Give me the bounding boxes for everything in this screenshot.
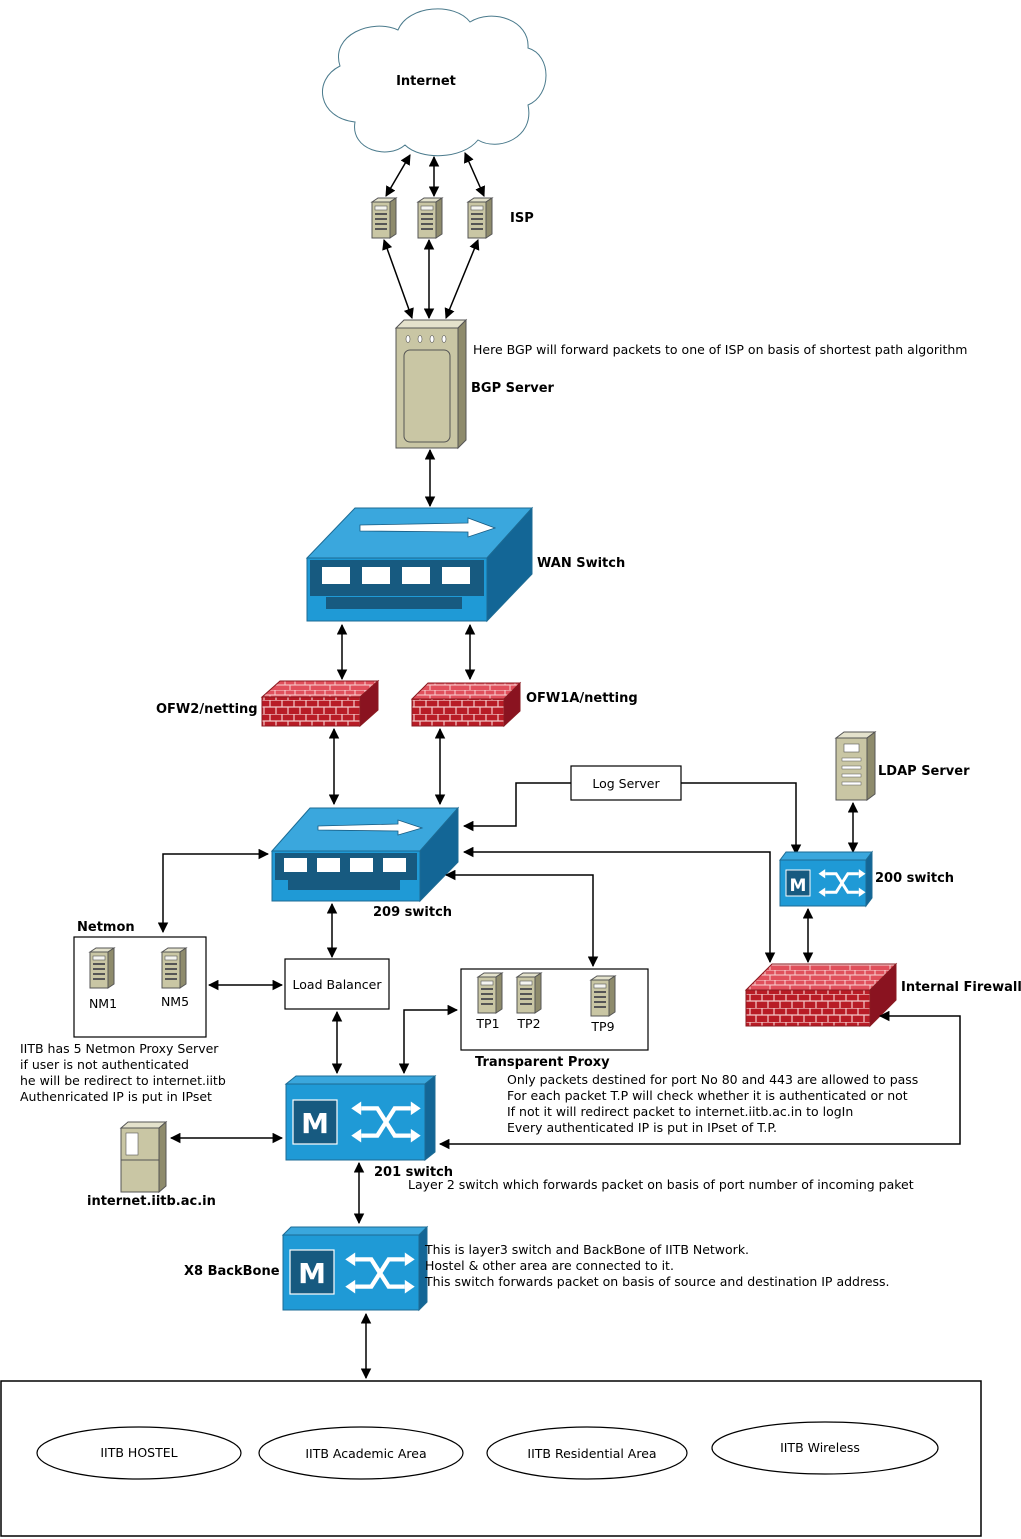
log-server-label: Log Server — [592, 776, 660, 791]
ldap-label: LDAP Server — [878, 764, 970, 779]
areas-group: IITB HOSTEL IITB Academic Area IITB Resi… — [0, 1380, 982, 1537]
netmon-note: IITB has 5 Netmon Proxy Server — [20, 1041, 219, 1056]
x8-note: Hostel & other area are connected to it. — [425, 1258, 674, 1273]
internet-iitb-label: internet.iitb.ac.in — [87, 1194, 216, 1209]
proxy-server-icon — [590, 975, 616, 1017]
m-icon: M — [298, 1257, 326, 1290]
switch209-to-200-link — [462, 846, 776, 964]
load-balancer-label: Load Balancer — [293, 977, 383, 992]
isp-servers: ISP — [371, 197, 534, 239]
ldap-server: LDAP Server — [834, 731, 970, 801]
isp-server-icon — [467, 197, 493, 239]
netmon-server-icon — [89, 947, 115, 989]
x8-note: This is layer3 switch and BackBone of II… — [424, 1242, 749, 1257]
switch-201-note: Layer 2 switch which forwards packet on … — [408, 1177, 914, 1192]
isp-label: ISP — [510, 211, 534, 226]
wan-switch-label: WAN Switch — [537, 556, 625, 571]
area-label: IITB Academic Area — [305, 1446, 426, 1461]
internet-label: Internet — [396, 74, 456, 89]
m-icon: M — [790, 876, 807, 896]
ofw2-label: OFW2/netting — [156, 702, 258, 717]
m-icon: M — [301, 1107, 329, 1140]
log-server-box: Log Server — [570, 765, 682, 801]
internet-iitb-server: internet.iitb.ac.in — [87, 1120, 216, 1209]
proxy-note: Only packets destined for port No 80 and… — [507, 1072, 918, 1087]
switch209-proxy-link — [444, 869, 599, 968]
area-label: IITB HOSTEL — [100, 1445, 177, 1460]
firewall-to-201-link — [438, 1010, 961, 1150]
proxy-server-icon — [516, 972, 542, 1014]
bgp-server: Here BGP will forward packets to one of … — [394, 318, 967, 450]
isp-server-icon — [371, 197, 397, 239]
transparent-proxy-label: Transparent Proxy — [475, 1055, 610, 1070]
log-to-209-link — [462, 782, 571, 832]
wan-switch: WAN Switch — [305, 506, 625, 623]
area-label: IITB Wireless — [780, 1440, 860, 1455]
switch-201-label: 201 switch — [374, 1165, 453, 1180]
x8-backbone: M X8 BackBone This is layer3 switch and … — [184, 1225, 890, 1312]
ofw1a-firewall: OFW1A/netting — [410, 681, 638, 728]
proxy-node-label: TP9 — [590, 1019, 614, 1034]
transparent-proxy-group: TP1 TP2 TP9 Transparent Proxy Only packe… — [460, 968, 918, 1135]
switch-200-label: 200 switch — [875, 871, 954, 886]
area-label: IITB Residential Area — [527, 1446, 656, 1461]
proxy-node-label: TP2 — [516, 1016, 540, 1031]
switch209-netmon-link — [157, 848, 270, 934]
x8-note: This switch forwards packet on basis of … — [424, 1274, 890, 1289]
x8-label: X8 BackBone — [184, 1264, 280, 1279]
isp-server-icon — [417, 197, 443, 239]
netmon-group: Netmon NM1 NM5 IITB has 5 Netmon Proxy S… — [20, 920, 226, 1104]
netmon-server-icon — [161, 947, 187, 989]
switch-201: M 201 switch Layer 2 switch which forwar… — [284, 1074, 914, 1192]
netmon-note: Authenricated IP is put in IPset — [20, 1089, 212, 1104]
internet-isp-links — [385, 152, 485, 198]
netmon-node-label: NM1 — [89, 996, 117, 1011]
proxy-server-icon — [477, 972, 503, 1014]
bgp-note: Here BGP will forward packets to one of … — [473, 342, 967, 357]
proxy-node-label: TP1 — [475, 1016, 499, 1031]
internal-firewall: Internal Firewall — [744, 962, 1021, 1028]
switch-209: 209 switch — [270, 806, 460, 920]
wan-firewall-links — [336, 623, 476, 681]
proxy-note: For each packet T.P will check whether i… — [507, 1088, 908, 1103]
isp-bgp-links — [382, 238, 480, 320]
netmon-note: if user is not authenticated — [20, 1057, 189, 1072]
internet-cloud: Internet — [322, 8, 547, 157]
firewall-209-links — [328, 727, 446, 806]
netmon-node-label: NM5 — [161, 994, 189, 1009]
load-balancer: Load Balancer — [284, 958, 390, 1010]
ofw2-firewall: OFW2/netting — [156, 679, 380, 728]
proxy-note: Every authenticated IP is put in IPset o… — [507, 1120, 777, 1135]
internal-firewall-label: Internal Firewall — [901, 980, 1021, 995]
ofw1a-label: OFW1A/netting — [526, 691, 638, 706]
bgp-label: BGP Server — [471, 381, 555, 396]
switch-209-label: 209 switch — [373, 905, 452, 920]
proxy-note: If not it will redirect packet to intern… — [507, 1104, 853, 1119]
netmon-label: Netmon — [77, 920, 135, 935]
switch-200: M 200 switch — [779, 850, 954, 908]
switch201-proxy-link — [398, 1004, 459, 1075]
log-to-200-link — [681, 782, 802, 856]
netmon-note: he will be redirect to internet.iitb — [20, 1073, 226, 1088]
